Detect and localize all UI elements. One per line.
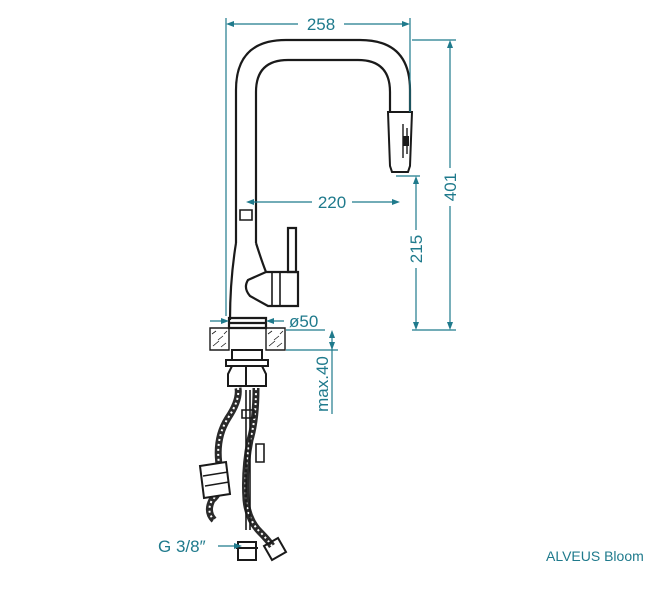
faucet-drawing (198, 38, 414, 562)
cartridge (244, 270, 300, 308)
spout-inner (254, 58, 392, 243)
fixing-nut (227, 365, 267, 387)
dim-reach: 220 (318, 193, 346, 212)
dim-height-spout: 215 (407, 235, 426, 263)
connector-right (262, 536, 288, 562)
dim-base-diameter: ø50 (289, 312, 318, 331)
connector-left (236, 541, 258, 561)
countertop-hatch (211, 330, 284, 348)
spray-head-tip (403, 136, 409, 146)
hose-clip (241, 409, 265, 463)
dim-width-top: 258 (307, 15, 335, 34)
dim-height-total: 401 (441, 173, 460, 201)
brand-label: ALVEUS Bloom (546, 548, 644, 564)
lever-handle (286, 226, 298, 274)
countertop-left (209, 327, 230, 351)
dim-connection: G 3/8″ (158, 537, 206, 556)
faucet-body (228, 242, 268, 321)
shank (225, 349, 269, 367)
cartridge-cap (271, 272, 281, 306)
spray-head (386, 111, 414, 173)
dim-max-thickness: max.40 (313, 356, 332, 412)
column-ring (239, 209, 253, 221)
hose-weight-bands (202, 471, 230, 487)
countertop-right (265, 327, 286, 351)
dimension-lines (210, 18, 456, 549)
hose-weight (198, 460, 232, 500)
base-ring (227, 316, 268, 330)
pullout-hose (245, 390, 251, 530)
spout-outer (234, 38, 412, 243)
